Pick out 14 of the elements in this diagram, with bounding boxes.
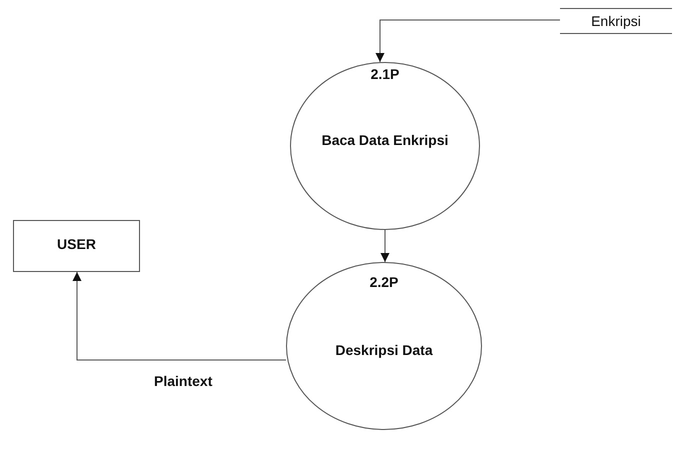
data-store (560, 8, 672, 34)
entity-box (13, 220, 140, 272)
process-circle (290, 62, 480, 230)
node-label: USER (56, 236, 97, 252)
arrow (380, 230, 390, 262)
node-label: Deskripsi Data (334, 342, 434, 358)
process-number: 2.1P (370, 66, 400, 82)
arrow (72, 272, 286, 360)
process-number: 2.2P (368, 274, 400, 290)
arrow (376, 20, 560, 62)
node-label: Enkripsi (590, 13, 642, 29)
node-label: Baca Data Enkripsi (320, 132, 450, 148)
edge-label: Plaintext (152, 373, 214, 389)
process-circle (286, 262, 482, 430)
